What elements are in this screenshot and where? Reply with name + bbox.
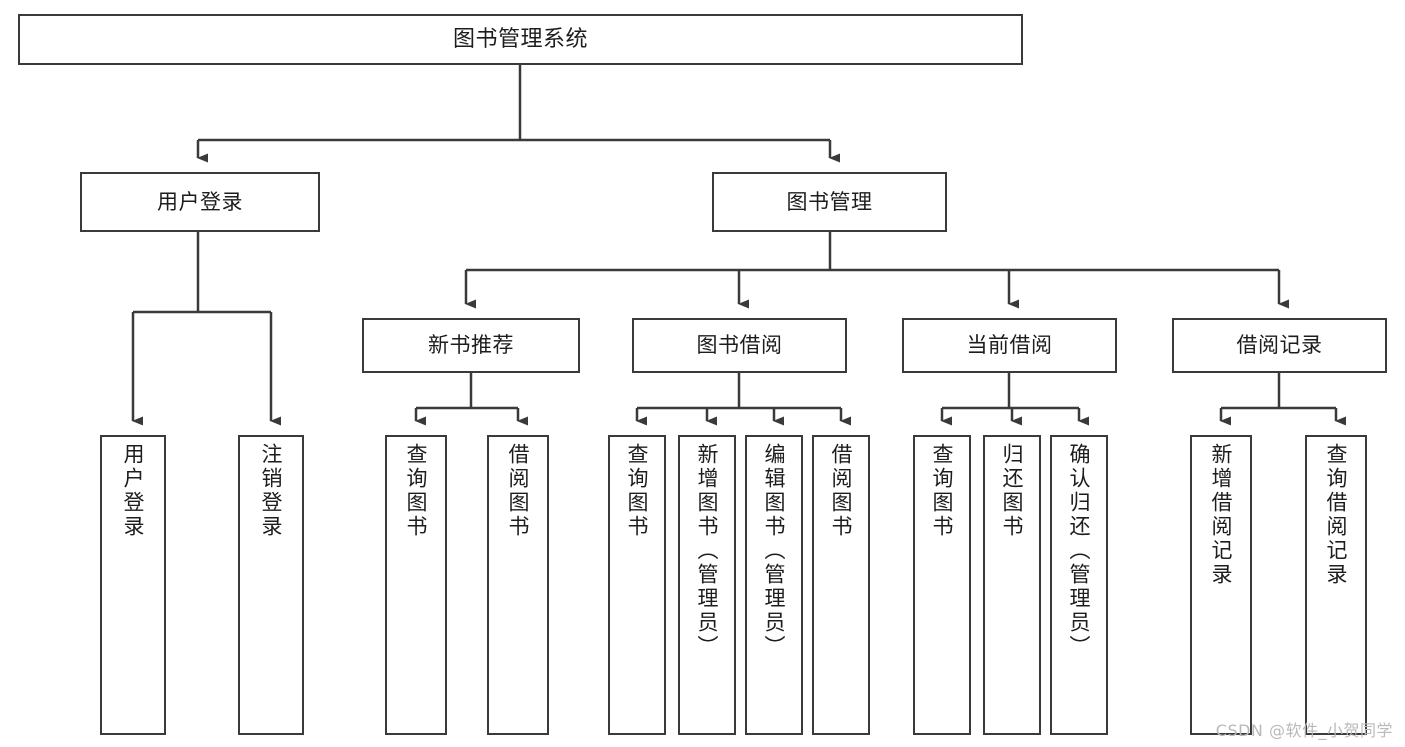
node-label: 注销登录	[259, 443, 284, 539]
node-label: 用户登录	[157, 189, 243, 214]
node-label: 借阅图书	[506, 443, 531, 539]
node-label: 查询图书	[625, 443, 650, 539]
leaf-node-query-book-recommend[interactable]: 查询图书	[385, 435, 447, 735]
leaf-node-confirm-return-admin[interactable]: 确认归还（管理员）	[1050, 435, 1108, 735]
leaf-node-edit-book-admin[interactable]: 编辑图书（管理员）	[745, 435, 803, 735]
node-label: 查询图书	[404, 443, 429, 539]
node-label: 查询借阅记录	[1324, 443, 1349, 587]
node-label: 图书管理	[786, 189, 873, 214]
node-label: 归还图书	[1000, 443, 1025, 539]
node-label: 用户登录	[121, 443, 146, 539]
node-root-system[interactable]: 图书管理系统	[18, 14, 1023, 65]
leaf-node-query-borrow-record[interactable]: 查询借阅记录	[1305, 435, 1367, 735]
node-label: 新书推荐	[428, 333, 514, 358]
node-label: 图书管理系统	[452, 26, 588, 52]
node-label: 查询图书	[930, 443, 955, 539]
node-borrow-record[interactable]: 借阅记录	[1172, 318, 1387, 373]
node-label: 确认归还（管理员）	[1067, 443, 1092, 659]
leaf-node-return-book[interactable]: 归还图书	[983, 435, 1041, 735]
leaf-node-add-book-admin[interactable]: 新增图书（管理员）	[678, 435, 736, 735]
node-label: 当前借阅	[966, 333, 1053, 358]
leaf-node-user-login[interactable]: 用户登录	[100, 435, 166, 735]
node-current-borrow[interactable]: 当前借阅	[902, 318, 1117, 373]
leaf-node-logout[interactable]: 注销登录	[238, 435, 304, 735]
node-label: 新增借阅记录	[1209, 443, 1234, 587]
node-book-borrow[interactable]: 图书借阅	[632, 318, 847, 373]
leaf-node-add-borrow-record[interactable]: 新增借阅记录	[1190, 435, 1252, 735]
node-label: 新增图书（管理员）	[695, 443, 720, 659]
node-label: 借阅记录	[1236, 333, 1323, 358]
leaf-node-query-book-borrow[interactable]: 查询图书	[608, 435, 666, 735]
node-user-login[interactable]: 用户登录	[80, 172, 320, 232]
node-new-book-recommend[interactable]: 新书推荐	[362, 318, 580, 373]
leaf-node-borrow-book-borrow[interactable]: 借阅图书	[812, 435, 870, 735]
node-label: 借阅图书	[829, 443, 854, 539]
node-book-management[interactable]: 图书管理	[712, 172, 947, 232]
node-label: 图书借阅	[696, 333, 783, 358]
leaf-node-query-book-current[interactable]: 查询图书	[913, 435, 971, 735]
node-label: 编辑图书（管理员）	[762, 443, 787, 659]
leaf-node-borrow-book-recommend[interactable]: 借阅图书	[487, 435, 549, 735]
